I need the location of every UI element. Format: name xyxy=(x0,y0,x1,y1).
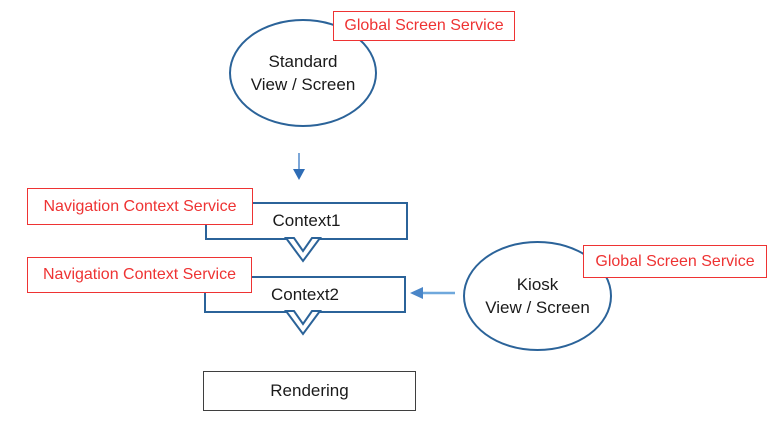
node-label-line: Kiosk xyxy=(516,275,559,294)
annotation-global-screen-service-right: Global Screen Service xyxy=(583,245,767,278)
node-label: Rendering xyxy=(270,381,349,400)
node-rendering: Rendering xyxy=(203,371,416,411)
node-label-line: View / Screen xyxy=(250,75,356,94)
node-label-line: View / Screen xyxy=(485,298,590,317)
annotation-label: Navigation Context Service xyxy=(43,266,236,283)
down-arrow-icon xyxy=(293,153,305,180)
annotation-label: Navigation Context Service xyxy=(43,197,237,215)
hollow-down-chevron-icon-2 xyxy=(284,310,322,336)
left-arrow-icon xyxy=(410,287,455,299)
annotation-label: Global Screen Service xyxy=(344,17,504,34)
hollow-down-chevron-icon-1 xyxy=(284,237,322,263)
annotation-navigation-context-service-2: Navigation Context Service xyxy=(27,257,252,293)
annotation-global-screen-service-top: Global Screen Service xyxy=(333,11,515,41)
annotation-label: Global Screen Service xyxy=(595,252,755,270)
node-label-line: Standard xyxy=(268,52,338,71)
node-label: Context2 xyxy=(270,284,340,304)
node-label: Context1 xyxy=(272,211,341,230)
annotation-navigation-context-service-1: Navigation Context Service xyxy=(27,188,253,225)
node-context2: Context2 xyxy=(204,276,406,313)
